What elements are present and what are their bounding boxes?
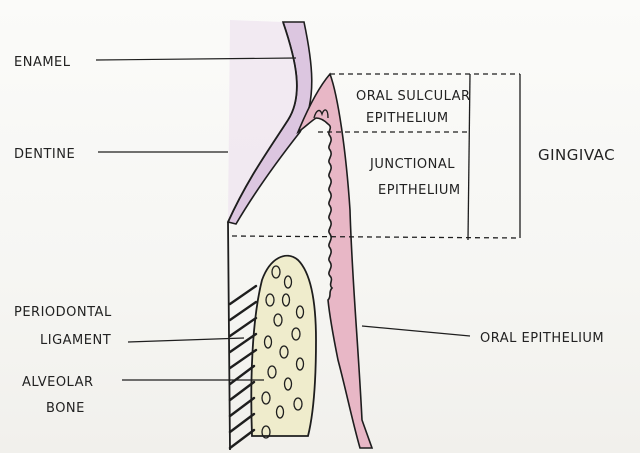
label-oral-epithelium: ORAL EPITHELIUM [480,331,604,346]
label-bone-line1: ALVEOLAR [22,375,94,390]
label-je-line1: JUNCTIONAL [369,157,455,172]
label-ose-line1: ORAL SULCULAR [356,89,471,104]
label-ose-line2: EPITHELIUM [366,111,449,126]
label-enamel: ENAMEL [14,55,71,70]
label-gingiva: GINGIVAC [538,146,615,164]
label-pdl-line2: LIGAMENT [40,333,111,348]
label-pdl-line1: PERIODONTAL [14,305,112,320]
label-bone-line2: BONE [46,401,85,416]
label-je-line2: EPITHELIUM [378,183,461,198]
label-dentine: DENTINE [14,147,75,162]
